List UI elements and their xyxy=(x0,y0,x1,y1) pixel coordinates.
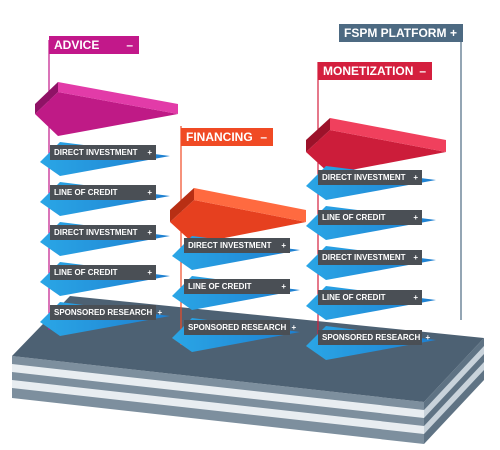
item-label: DIRECT INVESTMENT xyxy=(188,241,272,250)
advice-item[interactable]: DIRECT INVESTMENT + xyxy=(50,145,156,160)
monetization-item[interactable]: SPONSORED RESEARCH + xyxy=(318,330,430,345)
item-label: LINE OF CREDIT xyxy=(54,188,118,197)
plus-icon[interactable]: + xyxy=(281,241,286,250)
advice-title: ADVICE xyxy=(54,38,100,52)
item-label: DIRECT INVESTMENT xyxy=(54,228,138,237)
plus-icon[interactable]: + xyxy=(281,282,286,291)
financing-title: FINANCING xyxy=(186,130,253,144)
item-label: SPONSORED RESEARCH xyxy=(322,333,421,342)
plus-icon[interactable]: + xyxy=(449,26,457,40)
advice-item[interactable]: SPONSORED RESEARCH + xyxy=(50,305,162,320)
monetization-item[interactable]: DIRECT INVESTMENT + xyxy=(318,170,422,185)
plus-icon[interactable]: + xyxy=(413,213,418,222)
minus-icon[interactable]: – xyxy=(419,64,426,78)
monetization-item[interactable]: LINE OF CREDIT + xyxy=(318,210,422,225)
item-label: DIRECT INVESTMENT xyxy=(322,253,406,262)
financing-flag[interactable]: FINANCING – xyxy=(181,128,273,146)
financing-item[interactable]: SPONSORED RESEARCH + xyxy=(184,320,296,335)
item-label: SPONSORED RESEARCH xyxy=(54,308,153,317)
platform-label: FSPM PLATFORM xyxy=(344,26,447,40)
monetization-item[interactable]: DIRECT INVESTMENT + xyxy=(318,250,422,265)
plus-icon[interactable]: + xyxy=(413,293,418,302)
item-label: LINE OF CREDIT xyxy=(54,268,118,277)
item-label: LINE OF CREDIT xyxy=(322,213,386,222)
financing-item[interactable]: DIRECT INVESTMENT + xyxy=(184,238,290,253)
platform-flag[interactable]: FSPM PLATFORM + xyxy=(339,24,463,42)
item-label: LINE OF CREDIT xyxy=(322,293,386,302)
monetization-item[interactable]: LINE OF CREDIT + xyxy=(318,290,422,305)
plus-icon[interactable]: + xyxy=(147,268,152,277)
plus-icon[interactable]: + xyxy=(413,173,418,182)
plus-icon[interactable]: + xyxy=(291,323,297,332)
advice-item[interactable]: LINE OF CREDIT + xyxy=(50,185,156,200)
monetization-title: MONETIZATION xyxy=(323,64,414,78)
plus-icon[interactable]: + xyxy=(147,228,152,237)
minus-icon[interactable]: – xyxy=(260,130,267,144)
financing-item[interactable]: LINE OF CREDIT + xyxy=(184,279,290,294)
item-label: DIRECT INVESTMENT xyxy=(54,148,138,157)
item-label: LINE OF CREDIT xyxy=(188,282,252,291)
item-label: DIRECT INVESTMENT xyxy=(322,173,406,182)
item-label: SPONSORED RESEARCH xyxy=(188,323,287,332)
plus-icon[interactable]: + xyxy=(413,253,418,262)
advice-item[interactable]: LINE OF CREDIT + xyxy=(50,265,156,280)
platform-base xyxy=(12,296,484,444)
plus-icon[interactable]: + xyxy=(147,148,152,157)
plus-icon[interactable]: + xyxy=(425,333,431,342)
monetization-flag[interactable]: MONETIZATION – xyxy=(318,62,432,80)
minus-icon[interactable]: – xyxy=(126,38,133,52)
plus-icon[interactable]: + xyxy=(157,308,163,317)
advice-item[interactable]: DIRECT INVESTMENT + xyxy=(50,225,156,240)
advice-flag[interactable]: ADVICE – xyxy=(49,36,139,54)
advice-arrows xyxy=(35,82,178,336)
plus-icon[interactable]: + xyxy=(147,188,152,197)
